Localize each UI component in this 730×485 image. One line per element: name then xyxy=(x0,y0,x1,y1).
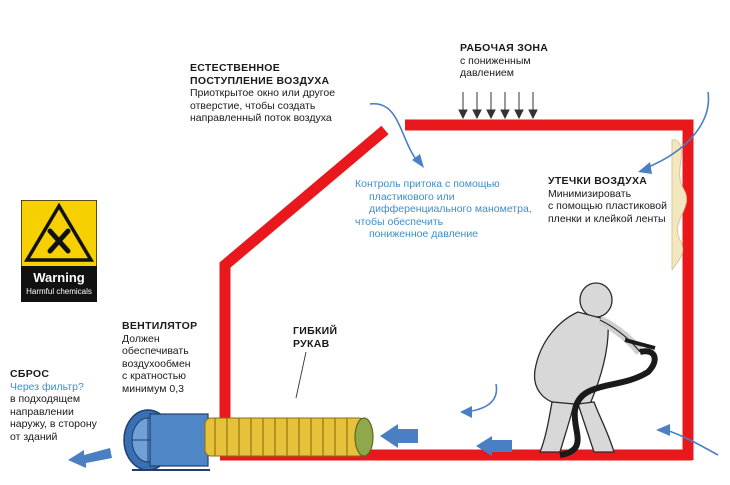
work-zone-label: РАБОЧАЯ ЗОНА с пониженным давлением xyxy=(460,42,548,80)
exhaust-desc-3: наружу, в сторону xyxy=(10,418,97,430)
natural-intake-title-1: ЕСТЕСТВЕННОЕ xyxy=(190,62,280,74)
air-leaks-title: УТЕЧКИ ВОЗДУХА xyxy=(548,175,648,187)
exhaust-title: СБРОС xyxy=(10,368,50,380)
air-leaks-desc-2: с помощью пластиковой xyxy=(548,200,667,212)
natural-intake-desc-1: Приоткрытое окно или другое xyxy=(190,87,336,99)
air-leaks-desc-1: Минимизировать xyxy=(548,187,632,200)
inflow-control-label: Контроль притока с помощью пластикового … xyxy=(355,178,532,241)
natural-intake-title-2: ПОСТУПЛЕНИЕ ВОЗДУХА xyxy=(190,74,330,87)
hose-label: ГИБКИЙ РУКАВ xyxy=(293,325,337,350)
hose-intake-arrow xyxy=(380,424,418,448)
warning-subtitle: Harmful chemicals xyxy=(26,287,92,296)
fan-label: ВЕНТИЛЯТОР Должен обеспечивать воздухооб… xyxy=(122,320,197,395)
worker-head xyxy=(579,282,613,318)
fan-desc-4: с кратностью xyxy=(122,370,187,382)
inflow-control-4: чтобы обеспечить xyxy=(355,215,444,228)
pressure-arrows xyxy=(458,92,538,120)
airflow-block-arrows xyxy=(68,424,512,468)
fan-desc-1: Должен xyxy=(122,332,160,345)
fan xyxy=(123,409,210,471)
exhaust-arrow xyxy=(68,448,112,468)
air-leaks-label: УТЕЧКИ ВОЗДУХА Минимизировать с помощью … xyxy=(548,175,667,225)
fan-desc-5: минимум 0,3 xyxy=(122,382,184,395)
warning-sign: Warning Harmful chemicals xyxy=(20,199,98,303)
flexible-hose xyxy=(204,351,374,457)
natural-intake-desc-2: отверстие, чтобы создать xyxy=(190,99,316,112)
natural-intake-label: ЕСТЕСТВЕННОЕ ПОСТУПЛЕНИЕ ВОЗДУХА Приоткр… xyxy=(190,62,335,125)
warning-sign-graphic xyxy=(20,199,98,303)
left-wall xyxy=(219,125,389,455)
work-zone-desc-1: с пониженным xyxy=(460,54,531,67)
work-zone-title: РАБОЧАЯ ЗОНА xyxy=(460,42,549,54)
corner-flow-arrow-head xyxy=(656,424,670,436)
exhaust-desc-4: от зданий xyxy=(10,430,58,443)
intake-arrow xyxy=(369,103,419,163)
corner-flow-arrow xyxy=(665,429,719,456)
harmful-x-icon xyxy=(47,228,71,254)
natural-intake-desc-3: направленный поток воздуха xyxy=(190,112,332,124)
worker-torso xyxy=(533,311,609,405)
inside-flow-arrow-head xyxy=(460,406,472,418)
worker-in-protective-suit xyxy=(533,282,658,458)
fan-body xyxy=(149,413,209,467)
intake-arrow-head xyxy=(412,154,424,168)
leak-arrow xyxy=(645,91,710,169)
spray-hose xyxy=(559,348,658,458)
floor-flow-arrow xyxy=(476,436,512,456)
leak-arrow-head xyxy=(638,162,652,174)
inflow-control-2: пластикового или xyxy=(369,190,455,203)
hose-label-2: РУКАВ xyxy=(293,337,330,350)
inflow-control-3: дифференциального манометра, xyxy=(369,203,532,215)
hose-label-1: ГИБКИЙ xyxy=(293,325,338,337)
fan-title: ВЕНТИЛЯТОР xyxy=(122,320,198,332)
exhaust-label: СБРОС Через фильтр? в подходящем направл… xyxy=(10,368,97,443)
warning-word: Warning xyxy=(33,270,85,285)
inflow-control-5: пониженное давление xyxy=(369,228,479,240)
fan-desc-3: воздухообмен xyxy=(122,357,191,370)
hose-label-leader xyxy=(295,351,307,399)
ceiling-and-right-wall xyxy=(405,119,694,460)
exhaust-highlight: Через фильтр? xyxy=(10,380,84,393)
airflow-curves xyxy=(369,91,719,456)
hose-opening xyxy=(354,417,374,457)
inflow-control-1: Контроль притока с помощью xyxy=(355,178,500,190)
work-zone-desc-2: давлением xyxy=(460,67,514,79)
exhaust-desc-2: направлении xyxy=(10,405,74,418)
air-leaks-desc-3: пленки и клейкой ленты xyxy=(548,212,666,225)
fan-desc-2: обеспечивать xyxy=(122,345,189,357)
plastic-film xyxy=(671,139,687,271)
exhaust-desc-1: в подходящем xyxy=(10,393,81,405)
